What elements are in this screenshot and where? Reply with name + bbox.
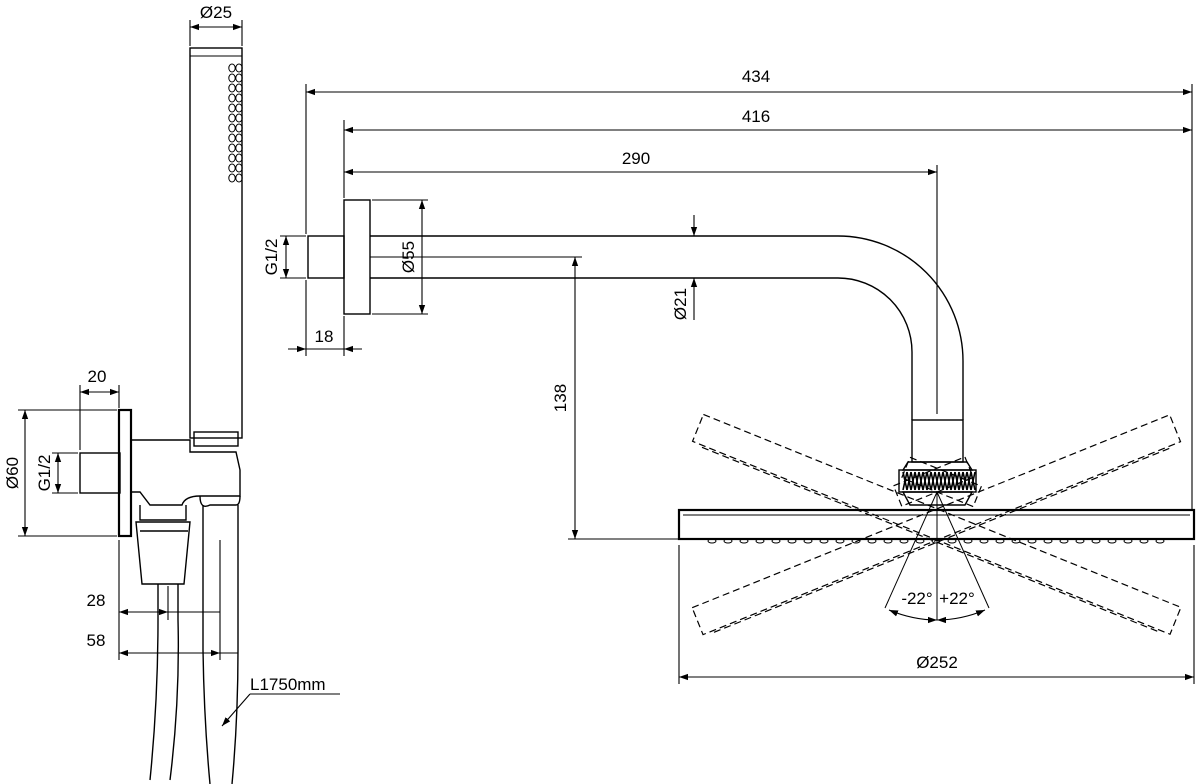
knurl-pattern xyxy=(902,471,976,491)
tilt-outline-plus xyxy=(691,413,1182,636)
wall-connector xyxy=(79,452,121,494)
shower-head-nozzles xyxy=(707,538,1165,544)
ball-joint xyxy=(901,461,974,471)
label-dim-416: 416 xyxy=(742,107,770,126)
label-width-20: 20 xyxy=(88,367,107,386)
hose xyxy=(149,584,180,781)
shower-head-assembly: -22° +22° Ø252 xyxy=(677,413,1196,684)
wall-plate xyxy=(117,408,133,538)
arm-nut xyxy=(911,419,964,463)
hand-shower-handle xyxy=(189,47,243,439)
label-dim-28: 28 xyxy=(87,591,106,610)
label-thread-arm: G1/2 xyxy=(262,239,281,276)
arm-tube xyxy=(370,235,964,420)
label-dim-58: 58 xyxy=(87,631,106,650)
label-dim-18: 18 xyxy=(315,327,334,346)
hose-fitting xyxy=(135,505,191,585)
label-dim-138: 138 xyxy=(551,384,570,412)
label-angle-plus: +22° xyxy=(939,589,975,608)
label-dia-21: Ø21 xyxy=(671,288,690,320)
label-dia-60: Ø60 xyxy=(3,457,22,489)
label-angle-minus: -22° xyxy=(901,589,932,608)
label-thread-left: G1/2 xyxy=(35,455,54,492)
label-hose-length: L1750mm xyxy=(250,675,326,694)
label-dia-25: Ø25 xyxy=(200,3,232,22)
hand-shower-nozzles xyxy=(228,63,243,183)
holder-body xyxy=(130,439,241,506)
label-dim-290: 290 xyxy=(622,149,650,168)
holder-cup xyxy=(193,431,239,447)
shower-arm-assembly: 434 416 290 G1/2 Ø55 Ø21 18 13 xyxy=(262,67,1193,540)
label-dim-434: 434 xyxy=(742,67,770,86)
arm-thread-stub xyxy=(307,235,345,279)
arm-wall-flange xyxy=(343,199,371,315)
label-dia-252: Ø252 xyxy=(916,653,958,672)
tilt-outline-minus xyxy=(691,414,1182,636)
hand-shower-assembly: Ø25 20 Ø60 G1/2 28 58 L1750mm xyxy=(3,3,340,784)
